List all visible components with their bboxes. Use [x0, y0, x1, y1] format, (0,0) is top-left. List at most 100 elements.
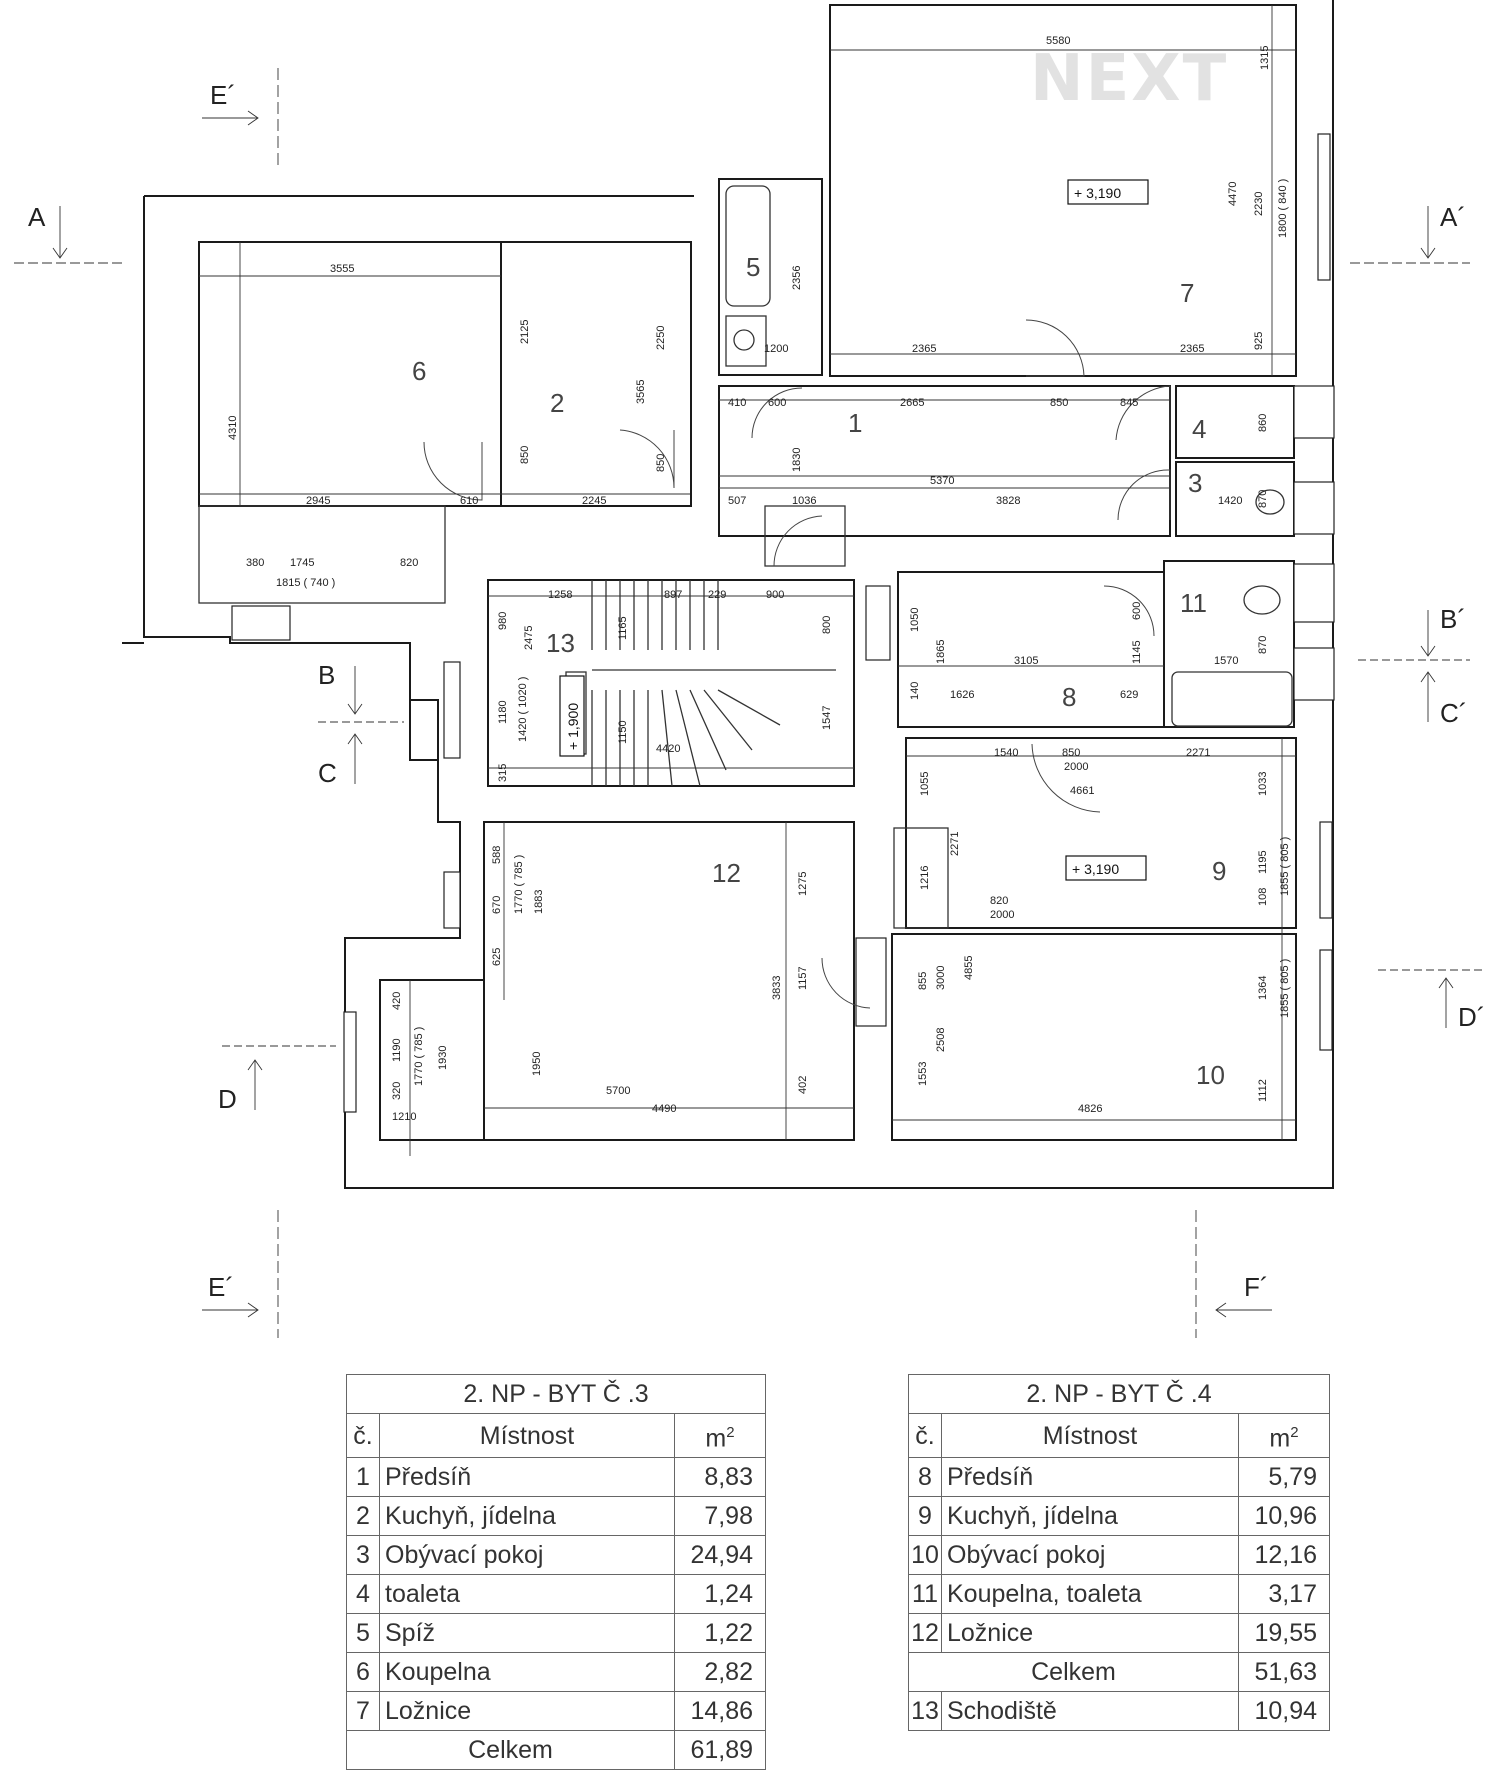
dim-label: 925: [1253, 332, 1265, 350]
dim-label: 2508: [935, 1028, 947, 1052]
dim-label: 2250: [655, 326, 667, 350]
total-label: Celkem: [908, 1652, 1239, 1693]
dim-label: 600: [1131, 602, 1143, 620]
row-num: 9: [908, 1496, 942, 1537]
dim-label: 420: [391, 992, 403, 1010]
dim-label: 1745: [290, 557, 314, 569]
dim-label: 860: [1257, 414, 1269, 432]
dim-label: 380: [246, 557, 264, 569]
dim-label: 1315: [1259, 46, 1271, 70]
dim-label: 2365: [1180, 343, 1204, 355]
table-title: 2. NP - BYT Č .3: [346, 1374, 766, 1414]
room-number: 12: [712, 858, 741, 888]
section-label: B´: [1440, 604, 1466, 634]
row-num: 12: [908, 1613, 942, 1654]
level-mark: + 1,900: [565, 703, 581, 750]
dim-label: 2475: [523, 626, 535, 650]
dim-label: 4310: [227, 416, 239, 440]
section-label: E´: [208, 1272, 234, 1302]
dim-label: 1195: [1257, 850, 1269, 874]
row-name: Obývací pokoj: [941, 1535, 1239, 1576]
dim-label: 229: [708, 589, 726, 601]
dim-label: 1210: [392, 1111, 416, 1123]
dim-label: 870: [1257, 636, 1269, 654]
dim-label: 1150: [617, 720, 629, 744]
dim-label: 1258: [548, 589, 572, 601]
dim-label: 588: [491, 846, 503, 864]
dim-label: 1553: [917, 1062, 929, 1086]
row-name: Spíž: [379, 1613, 675, 1654]
row-num: 6: [346, 1652, 380, 1693]
total-value: 61,89: [674, 1730, 766, 1771]
dim-label: 610: [460, 495, 478, 507]
dim-label: 1165: [617, 616, 629, 640]
dim-label: 1420 ( 1020 ): [517, 677, 529, 742]
dim-label: 315: [497, 764, 509, 782]
dim-label: 4470: [1227, 182, 1239, 206]
row-num: 3: [346, 1535, 380, 1576]
dim-label: 625: [491, 948, 503, 966]
dim-label: 1865: [935, 640, 947, 664]
row-num: 4: [346, 1574, 380, 1615]
row-name: toaleta: [379, 1574, 675, 1615]
room-number: 6: [412, 356, 426, 386]
dim-label: 2365: [912, 343, 936, 355]
row-name: Předsíň: [941, 1457, 1239, 1498]
dim-label: 2945: [306, 495, 330, 507]
dim-label: 2271: [1186, 747, 1210, 759]
dim-label: 980: [497, 612, 509, 630]
room-number: 8: [1062, 682, 1076, 712]
row-area: 1,22: [674, 1613, 766, 1654]
dim-label: 108: [1257, 888, 1269, 906]
dim-label: 5370: [930, 475, 954, 487]
header-num: č.: [908, 1412, 942, 1459]
dim-label: 410: [728, 397, 746, 409]
dim-label: 600: [768, 397, 786, 409]
row-name: Obývací pokoj: [379, 1535, 675, 1576]
dim-label: 1145: [1131, 640, 1143, 664]
row-name: Ložnice: [941, 1613, 1239, 1654]
dim-label: 4490: [652, 1103, 676, 1115]
dim-label: 4420: [656, 743, 680, 755]
room-number: 3: [1188, 468, 1202, 498]
header-name: Místnost: [379, 1412, 675, 1459]
room-numbers: 1 2 3 4 5 6 7 8 9 10 11 12 13: [412, 252, 1226, 1090]
room-number: 13: [546, 628, 575, 658]
section-label: C: [318, 758, 337, 788]
row-num: 2: [346, 1496, 380, 1537]
row-area: 7,98: [674, 1496, 766, 1537]
room-number: 1: [848, 408, 862, 438]
dim-label: 3555: [330, 263, 354, 275]
dim-label: 1547: [821, 706, 833, 730]
dim-label: 3000: [935, 966, 947, 990]
doors: [423, 319, 1171, 1009]
dim-label: 1180: [497, 700, 509, 724]
dim-label: 1055: [919, 772, 931, 796]
header-name: Místnost: [941, 1412, 1239, 1459]
dim-label: 4661: [1070, 785, 1094, 797]
dim-label: 1883: [533, 890, 545, 914]
section-label: B: [318, 660, 335, 690]
dim-label: 850: [655, 454, 667, 472]
room-number: 4: [1192, 414, 1206, 444]
row-area: 10,94: [1238, 1691, 1330, 1732]
row-num: 13: [908, 1691, 942, 1732]
row-num: 11: [908, 1574, 942, 1615]
dim-label: 845: [1120, 397, 1138, 409]
dim-label: 1112: [1257, 1079, 1269, 1102]
row-area: 12,16: [1238, 1535, 1330, 1576]
dim-label: 2245: [582, 495, 606, 507]
row-num: 5: [346, 1613, 380, 1654]
dim-label: 629: [1120, 689, 1138, 701]
room-number: 7: [1180, 278, 1194, 308]
dim-label: 2665: [900, 397, 924, 409]
dim-label: 2125: [519, 320, 531, 344]
header-area: m2: [1238, 1412, 1330, 1459]
